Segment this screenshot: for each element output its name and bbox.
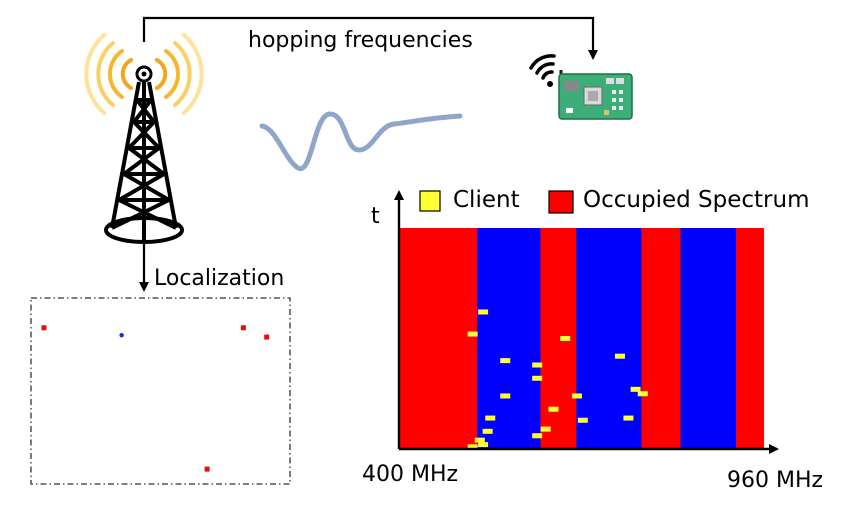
legend-client-label: Client [453,187,520,213]
client-hop-marker [532,375,543,381]
client-hop-marker [482,428,493,434]
client-hop-marker [630,386,641,392]
iot-board-icon [558,70,633,120]
legend-occupied-swatch [548,190,574,214]
client-hop-marker [485,415,496,421]
x-tick-min-label: 400 MHz [362,462,459,487]
client-hop-marker [532,362,543,368]
y-axis-label: t [371,204,380,229]
localization-label: Localization [154,266,285,291]
localization-map [30,297,291,485]
client-hop-marker [637,391,648,397]
client-hop-marker [548,406,559,412]
anchor-point [240,325,246,331]
client-hop-marker [500,393,511,399]
hopping-frequencies-label: hopping frequencies [248,28,473,53]
anchor-point [204,466,210,472]
client-hop-marker [467,444,478,450]
client-hop-marker [577,417,588,423]
client-hop-marker [532,433,543,439]
waveform-icon [259,111,463,171]
occupied-band-3 [641,228,681,449]
wifi-signal-icon [529,54,556,87]
client-hop-marker [474,437,485,443]
hopping-link-arrow [142,16,598,60]
occupied-band-1 [399,228,478,449]
client-hop-marker [571,393,582,399]
client-hop-marker [614,353,625,359]
occupied-band-4 [735,228,764,449]
legend-client-swatch [419,190,441,212]
target-point [119,333,124,338]
spectrum-chart [394,190,779,454]
client-hop-marker [560,336,571,341]
client-hop-marker [478,442,489,448]
client-hop-marker [540,426,551,432]
radio-tower-icon [84,33,204,244]
x-tick-max-label: 960 MHz [727,468,824,493]
client-hop-marker [623,415,634,421]
anchor-point [41,325,47,331]
client-hop-marker [500,358,511,364]
occupied-band-2 [540,228,577,449]
client-hop-marker [478,309,489,315]
client-hop-marker [467,331,478,337]
anchor-point [264,334,270,340]
legend-occupied-label: Occupied Spectrum [583,187,810,213]
